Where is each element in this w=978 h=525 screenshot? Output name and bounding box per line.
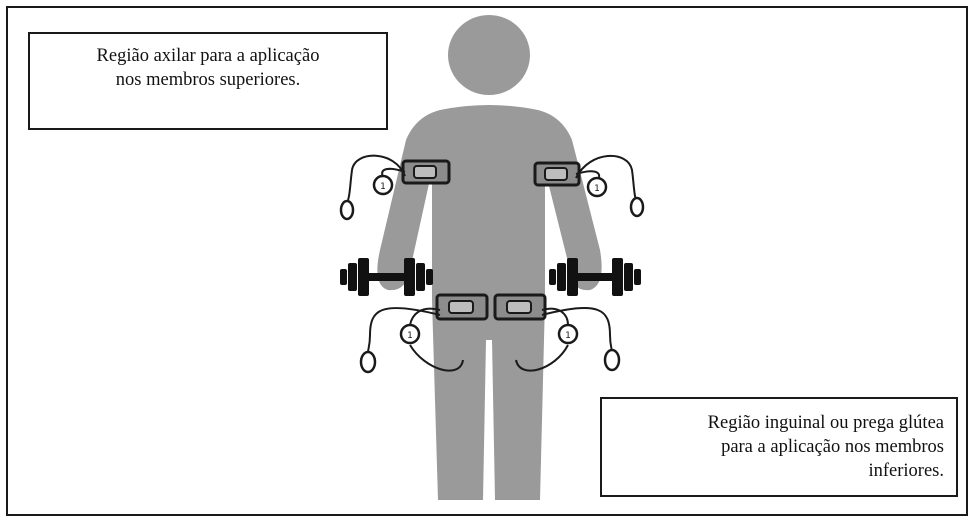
lower-limb-callout: Região inguinal ou prega glútea para a a… bbox=[600, 397, 958, 497]
gauge-label-leg-right: 1 bbox=[565, 331, 571, 341]
lower-callout-line-1: Região inguinal ou prega glútea bbox=[614, 411, 944, 435]
gauge-label-arm-left: 1 bbox=[380, 182, 386, 192]
lower-callout-line-3: inferiores. bbox=[614, 459, 944, 483]
upper-callout-line-1: Região axilar para a aplicação bbox=[42, 44, 374, 68]
lower-callout-line-2: para a aplicação nos membros bbox=[614, 435, 944, 459]
upper-callout-line-2: nos membros superiores. bbox=[42, 68, 374, 92]
upper-limb-callout: Região axilar para a aplicação nos membr… bbox=[28, 32, 388, 130]
head bbox=[448, 15, 530, 95]
gauge-label-arm-right: 1 bbox=[594, 184, 600, 194]
gauge-label-leg-left: 1 bbox=[407, 331, 413, 341]
